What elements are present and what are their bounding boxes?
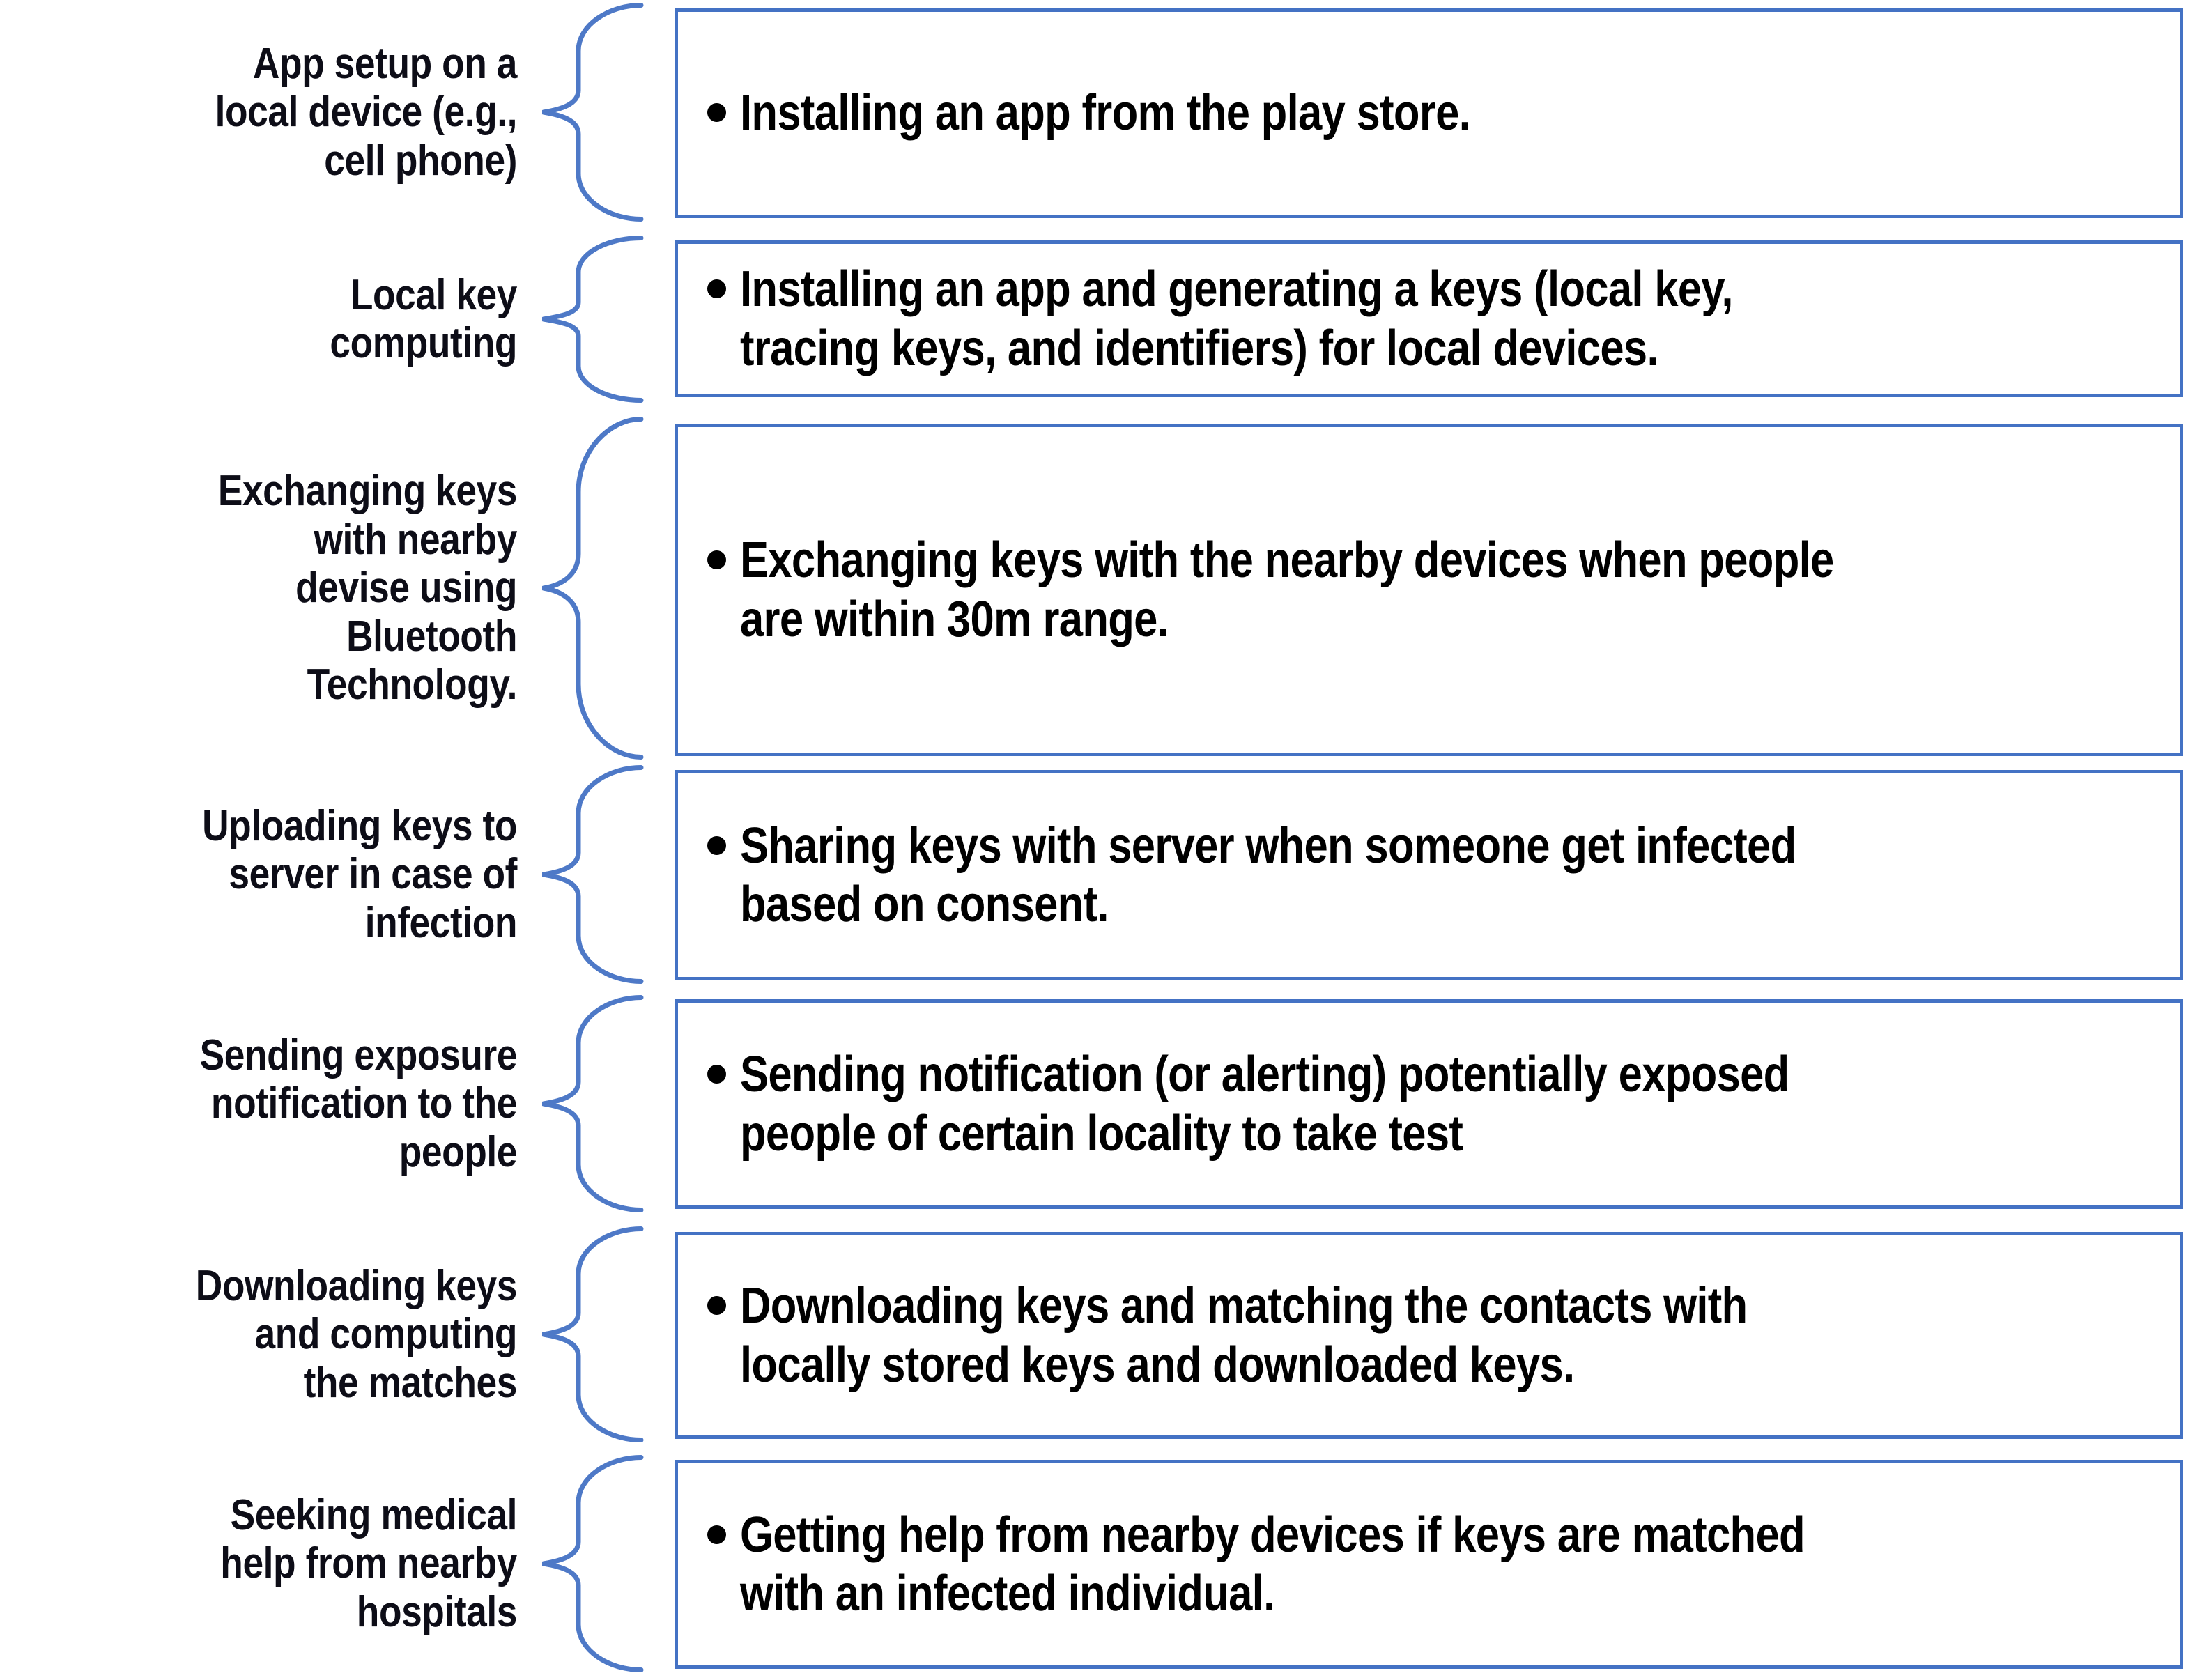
stage-label-line: Exchanging keys <box>217 467 518 516</box>
stage-description-box-exchanging-keys: Exchanging keys with the nearby devices … <box>675 424 2183 756</box>
bullet-item: Getting help from nearby devices if keys… <box>678 1506 2180 1623</box>
stage-label-line: Technology. <box>307 661 518 709</box>
curly-brace-icon-downloading-keys <box>542 1226 645 1442</box>
bullet-text: Downloading keys and matching the contac… <box>740 1278 1748 1393</box>
bullet-dot-icon <box>707 103 726 123</box>
stage-label-line: hospitals <box>356 1587 518 1636</box>
stage-label-line: notification to the <box>210 1079 517 1128</box>
stage-label-line: Bluetooth <box>346 612 517 661</box>
bullet-text: Installing an app and generating a keys … <box>740 261 1733 376</box>
stage-label-line: local device (e.g., <box>215 88 518 137</box>
stage-label-line: Local key <box>350 270 518 319</box>
stage-description-box-local-key-computing: Installing an app and generating a keys … <box>675 240 2183 397</box>
bullet-item: Exchanging keys with the nearby devices … <box>678 531 2180 648</box>
bullet-dot-icon <box>707 550 726 570</box>
curly-brace-icon-seeking-medical-help <box>542 1455 645 1672</box>
bullet-dot-icon <box>707 835 726 855</box>
bullet-text: Installing an app from the play store. <box>740 85 1471 141</box>
bullet-item: Sending notification (or alerting) poten… <box>678 1045 2180 1162</box>
stage-label-line: the matches <box>303 1358 518 1407</box>
stage-description-box-sending-exposure-notification: Sending notification (or alerting) poten… <box>675 999 2183 1209</box>
bullet-text: Getting help from nearby devices if keys… <box>740 1506 1805 1621</box>
bullet-dot-icon <box>707 1065 726 1084</box>
stage-label-line: with nearby <box>314 515 517 564</box>
stage-label-line: Uploading keys to <box>202 801 517 850</box>
stage-label-line: App setup on a <box>252 39 518 88</box>
stage-label-line: infection <box>364 898 518 947</box>
bullet-item: Installing an app from the play store. <box>678 84 2180 142</box>
curly-brace-icon-uploading-keys <box>542 765 645 984</box>
bullet-item: Installing an app and generating a keys … <box>678 260 2180 377</box>
stage-label-line: and computing <box>254 1310 517 1359</box>
bullet-item: Downloading keys and matching the contac… <box>678 1277 2180 1394</box>
stage-label-line: devise using <box>295 564 517 612</box>
bullet-text: Exchanging keys with the nearby devices … <box>740 532 1834 647</box>
stage-description-box-downloading-keys: Downloading keys and matching the contac… <box>675 1232 2183 1439</box>
bullet-dot-icon <box>707 1525 726 1544</box>
stage-description-box-seeking-medical-help: Getting help from nearby devices if keys… <box>675 1460 2183 1669</box>
bullet-dot-icon <box>707 1296 726 1316</box>
stage-label-line: computing <box>330 319 517 367</box>
stage-label-line: people <box>399 1127 518 1176</box>
bullet-dot-icon <box>707 279 726 299</box>
stage-label-line: Sending exposure <box>199 1031 518 1079</box>
stage-description-box-uploading-keys: Sharing keys with server when someone ge… <box>675 770 2183 980</box>
curly-brace-icon-exchanging-keys <box>542 417 645 760</box>
curly-brace-icon-local-key-computing <box>542 236 645 403</box>
bullet-text: Sending notification (or alerting) poten… <box>740 1047 1789 1162</box>
stage-label-line: Downloading keys <box>195 1261 518 1310</box>
curly-brace-icon-sending-exposure-notification <box>542 995 645 1212</box>
stage-label-line: server in case of <box>229 850 517 899</box>
curly-brace-icon-app-setup <box>542 3 645 222</box>
bullet-item: Sharing keys with server when someone ge… <box>678 817 2180 934</box>
stage-label-line: help from nearby <box>220 1539 517 1588</box>
stage-label-line: Seeking medical <box>230 1490 518 1539</box>
bullet-text: Sharing keys with server when someone ge… <box>740 817 1796 932</box>
stage-description-box-app-setup: Installing an app from the play store. <box>675 8 2183 218</box>
stage-label-line: cell phone) <box>324 136 517 185</box>
